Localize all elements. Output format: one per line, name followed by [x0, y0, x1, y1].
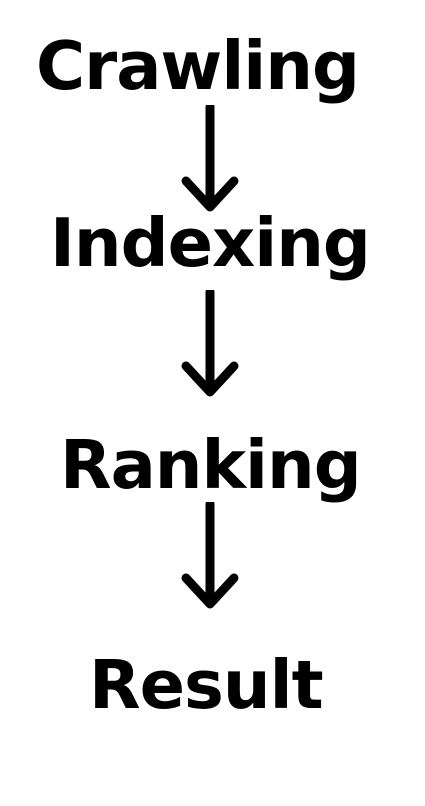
- arrow-down-icon: [181, 502, 239, 609]
- arrow-down-icon: [181, 290, 239, 397]
- step-ranking: Ranking: [60, 426, 362, 504]
- step-result: Result: [89, 646, 324, 724]
- step-indexing: Indexing: [50, 204, 371, 282]
- arrow-down-icon: [181, 105, 239, 212]
- step-crawling: Crawling: [36, 27, 360, 105]
